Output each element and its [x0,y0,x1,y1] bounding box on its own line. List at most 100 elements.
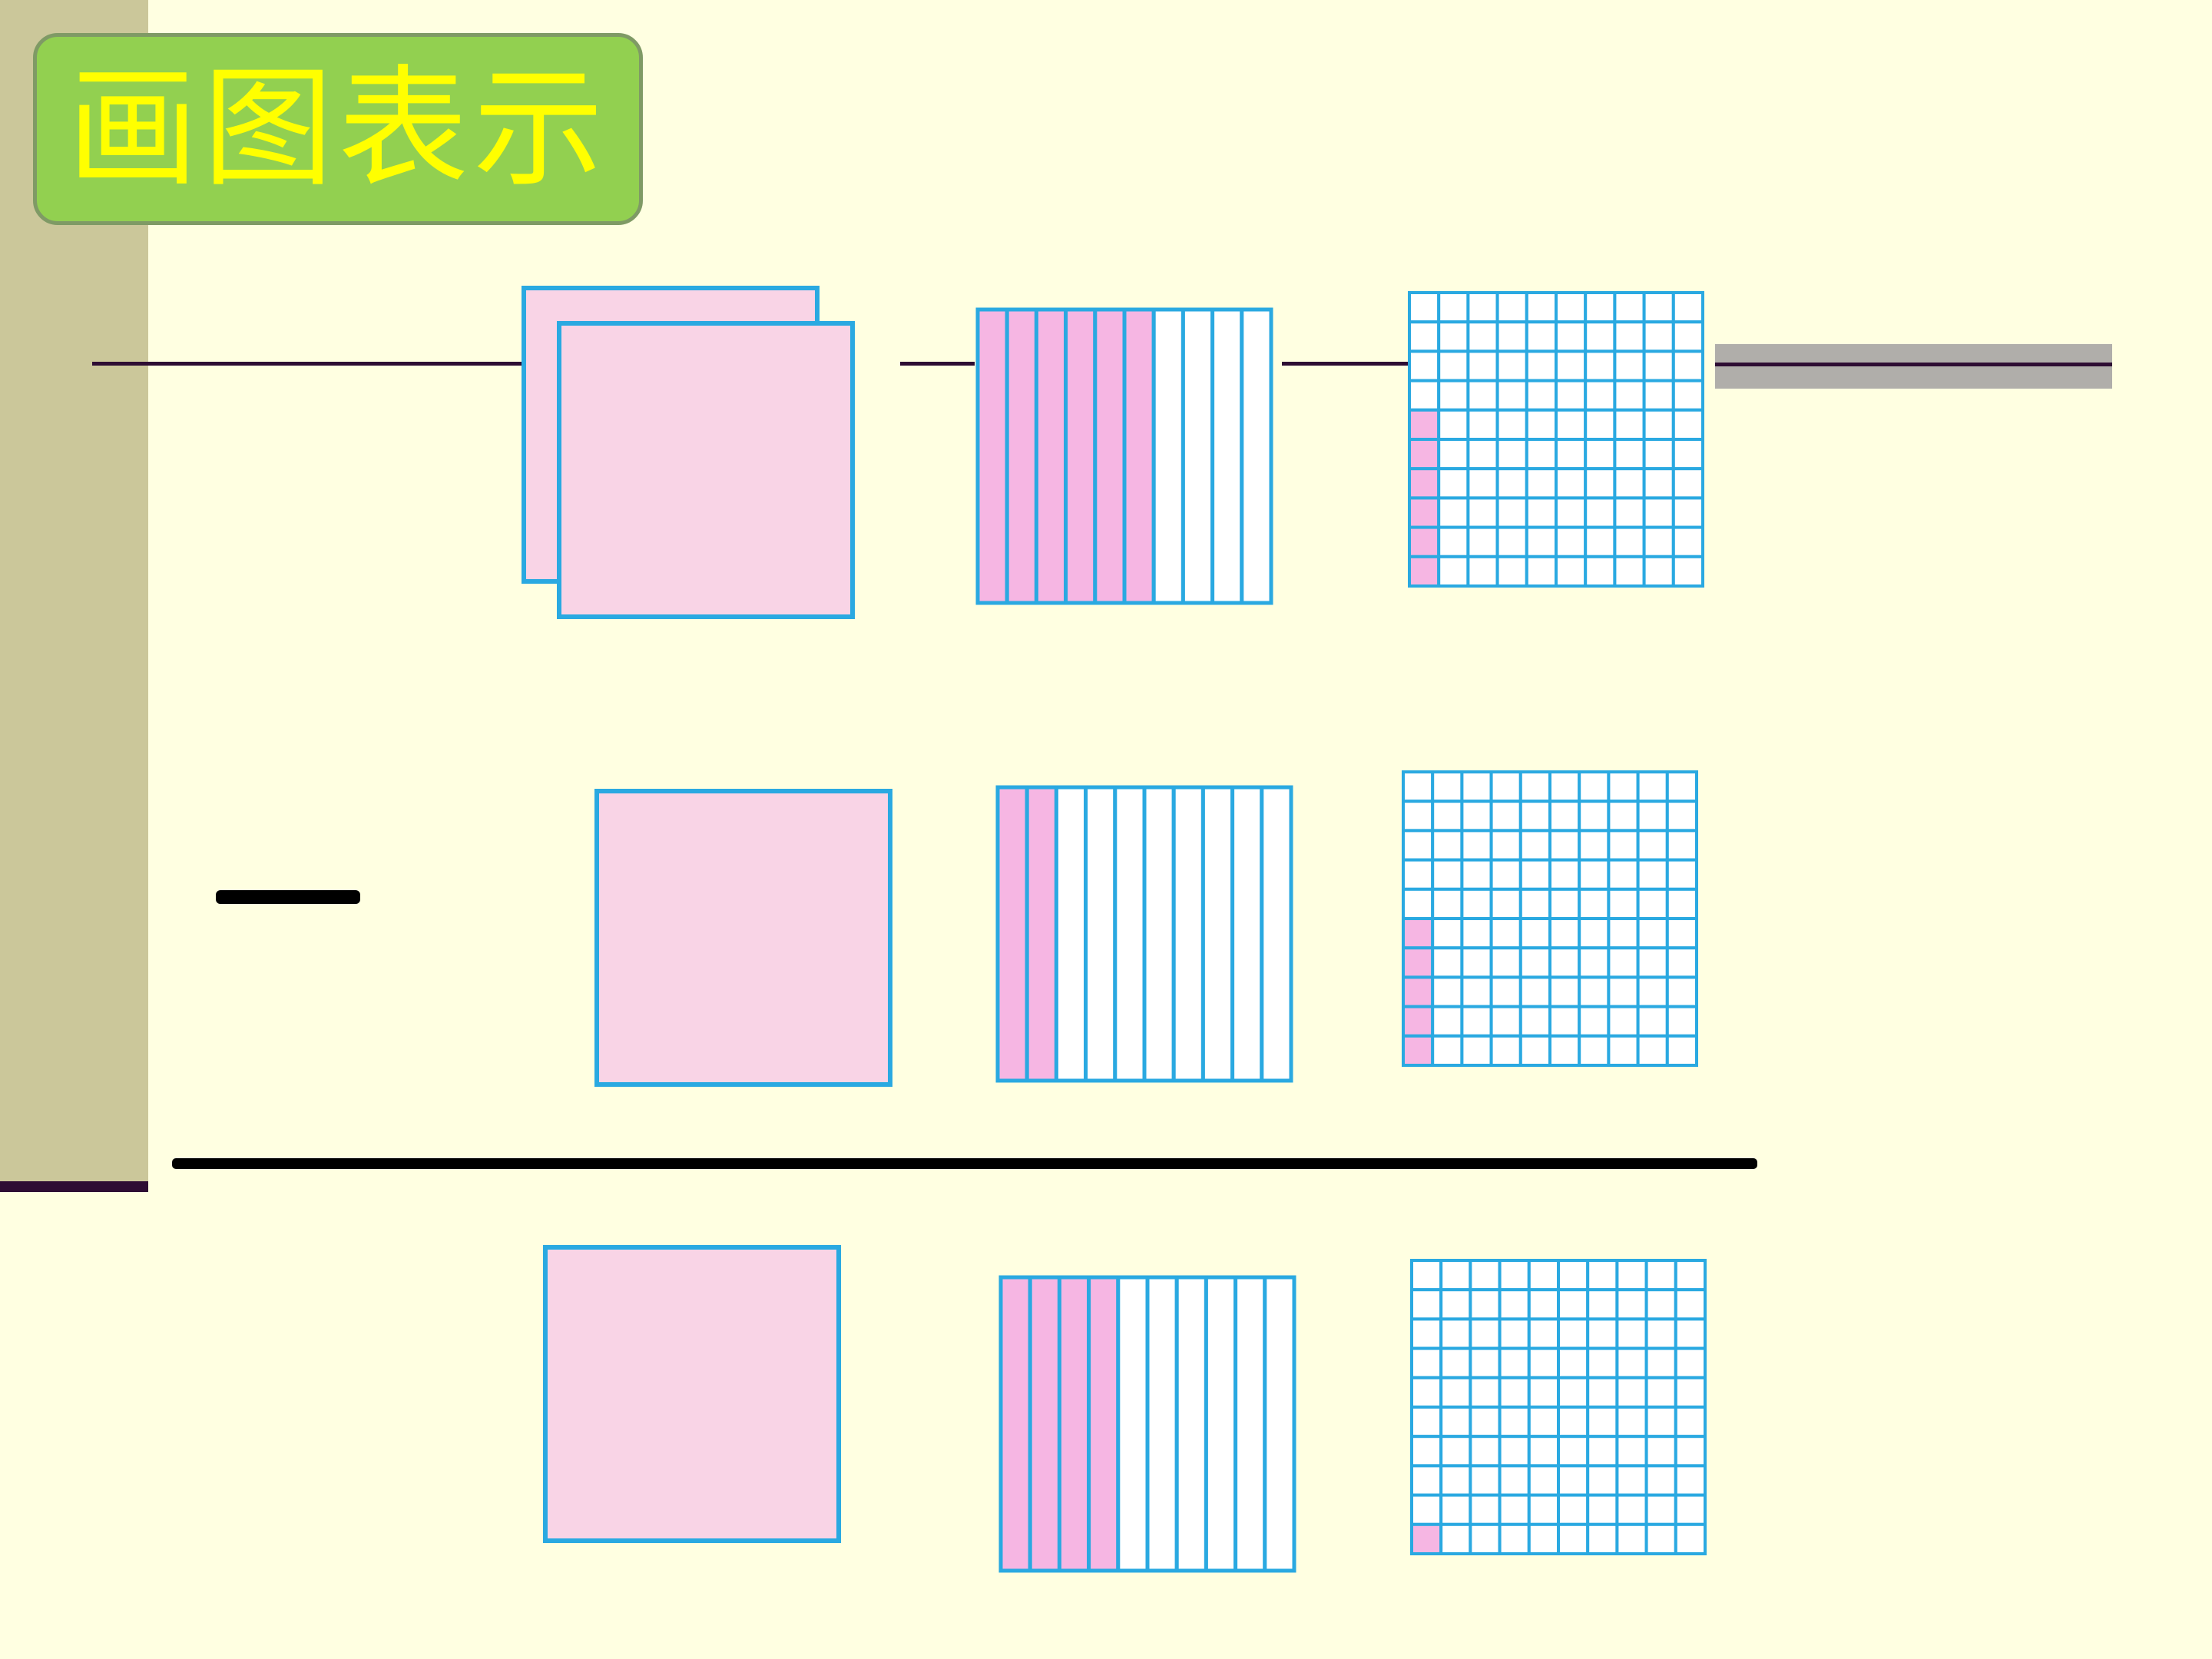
tenth-strip-empty [1200,785,1235,1083]
hundredth-cell-empty [1466,408,1499,442]
hundredth-cell-empty [1431,770,1464,803]
hundredth-cell-empty [1642,349,1675,382]
hundredth-cell-empty [1469,1288,1502,1321]
hundredth-cell-empty [1607,946,1640,979]
hundredth-cell-empty [1466,291,1499,324]
hundredth-cell-empty [1460,858,1493,891]
hundredth-cell-empty [1402,887,1435,921]
hundredth-cell-empty [1671,496,1704,529]
hundredth-cell-empty [1644,1288,1677,1321]
hundredth-cell-empty [1431,887,1464,921]
hundredth-cell-empty [1642,291,1675,324]
hundredth-cell-empty [1489,887,1522,921]
hundredth-cell-empty [1489,858,1522,891]
hundredth-cell-empty [1466,379,1499,412]
hundredth-cell-empty [1498,1406,1531,1439]
hundredth-cell-empty [1518,946,1552,979]
hundredth-cell-empty [1674,1346,1707,1379]
hundredth-cell-empty [1636,770,1669,803]
hundredth-cell-empty [1548,829,1581,862]
hundredth-cell-empty [1674,1435,1707,1468]
tenth-strip-empty [1263,1275,1296,1573]
hundredth-cell-empty [1489,975,1522,1008]
hundredth-cell-empty [1671,379,1704,412]
hundredth-cell-empty [1469,1464,1502,1497]
hundredth-cell-empty [1586,1317,1619,1350]
hundredth-cell-empty [1557,1346,1590,1379]
hundredth-cell-empty [1460,887,1493,921]
hundredth-cell-empty [1578,800,1611,833]
hundredth-cell-empty [1518,858,1552,891]
hundredth-cell-empty [1674,1376,1707,1409]
hundredth-cell-empty [1613,320,1646,353]
hundredth-cell-empty [1615,1376,1648,1409]
sidebar-rule [0,1181,148,1192]
header-rule-left [92,362,525,366]
hundredth-cell-empty [1644,1406,1677,1439]
hundredth-cell-empty [1642,408,1675,442]
hundredth-cell-empty [1671,349,1704,382]
tenth-strip-filled [1064,307,1098,605]
hundredth-cell-empty [1402,770,1435,803]
hundredth-cell-empty [1555,349,1588,382]
hundredth-cell-empty [1578,1034,1611,1067]
hundredth-cell-filled [1408,408,1441,442]
hundredth-cell-filled [1402,975,1435,1008]
hundredth-cell-empty [1518,800,1552,833]
unit-square [594,789,892,1087]
hundredth-cell-filled [1402,1034,1435,1067]
hundredth-cell-empty [1489,1005,1522,1038]
hundredth-cell-filled [1408,525,1441,558]
hundredth-cell-empty [1460,946,1493,979]
hundredth-cell-empty [1525,438,1558,471]
header-rule-mid [900,362,975,366]
header-band-rule [1715,363,2112,366]
hundredth-cell-empty [1671,438,1704,471]
hundredth-cell-empty [1439,1288,1472,1321]
tenth-strip-filled [1057,1275,1091,1573]
tenth-strip-filled [1093,307,1127,605]
hundredth-cell-empty [1578,1005,1611,1038]
hundredth-cell-empty [1607,800,1640,833]
equals-rule [172,1158,1757,1169]
hundredth-cell-empty [1584,555,1617,588]
minuend-hundredths-figure [1408,291,1704,588]
hundredth-cell-empty [1525,408,1558,442]
hundredth-cell-empty [1557,1317,1590,1350]
hundredth-cell-empty [1636,858,1669,891]
hundredth-cell-empty [1548,917,1581,950]
hundredth-cell-empty [1674,1464,1707,1497]
hundredth-cell-empty [1548,1034,1581,1067]
hundredth-cell-empty [1525,349,1558,382]
hundredth-cell-empty [1498,1376,1531,1409]
hundredth-cell-empty [1466,467,1499,500]
hundredth-cell-empty [1498,1493,1531,1526]
hundredth-cell-empty [1437,467,1470,500]
hundredth-cell-filled [1402,946,1435,979]
hundredth-cell-empty [1557,1493,1590,1526]
hundredth-cell-empty [1527,1522,1561,1555]
hundredth-cell-empty [1460,770,1493,803]
hundredth-cell-empty [1578,887,1611,921]
hundredth-cell-empty [1613,467,1646,500]
hundredth-cell-empty [1584,467,1617,500]
hundredth-cell-empty [1644,1259,1677,1292]
hundredth-cell-empty [1410,1259,1443,1292]
tenth-strip-empty [1116,1275,1150,1573]
tenth-strip-empty [1260,785,1293,1083]
hundredth-cell-empty [1527,1493,1561,1526]
hundredth-cell-empty [1548,946,1581,979]
hundredth-cell-empty [1469,1346,1502,1379]
hundredth-cell-empty [1615,1522,1648,1555]
hundredth-cell-empty [1469,1259,1502,1292]
hundredth-cell-empty [1665,975,1698,1008]
hundredth-cell-empty [1439,1259,1472,1292]
hundredth-cell-empty [1674,1493,1707,1526]
hundredth-cell-empty [1642,467,1675,500]
hundredth-cell-empty [1607,858,1640,891]
hundredth-cell-empty [1525,379,1558,412]
tenth-strip-filled [1122,307,1156,605]
tenth-strip-filled [1034,307,1068,605]
tenth-strip-empty [1233,1275,1267,1573]
hundredth-cell-empty [1410,1317,1443,1350]
